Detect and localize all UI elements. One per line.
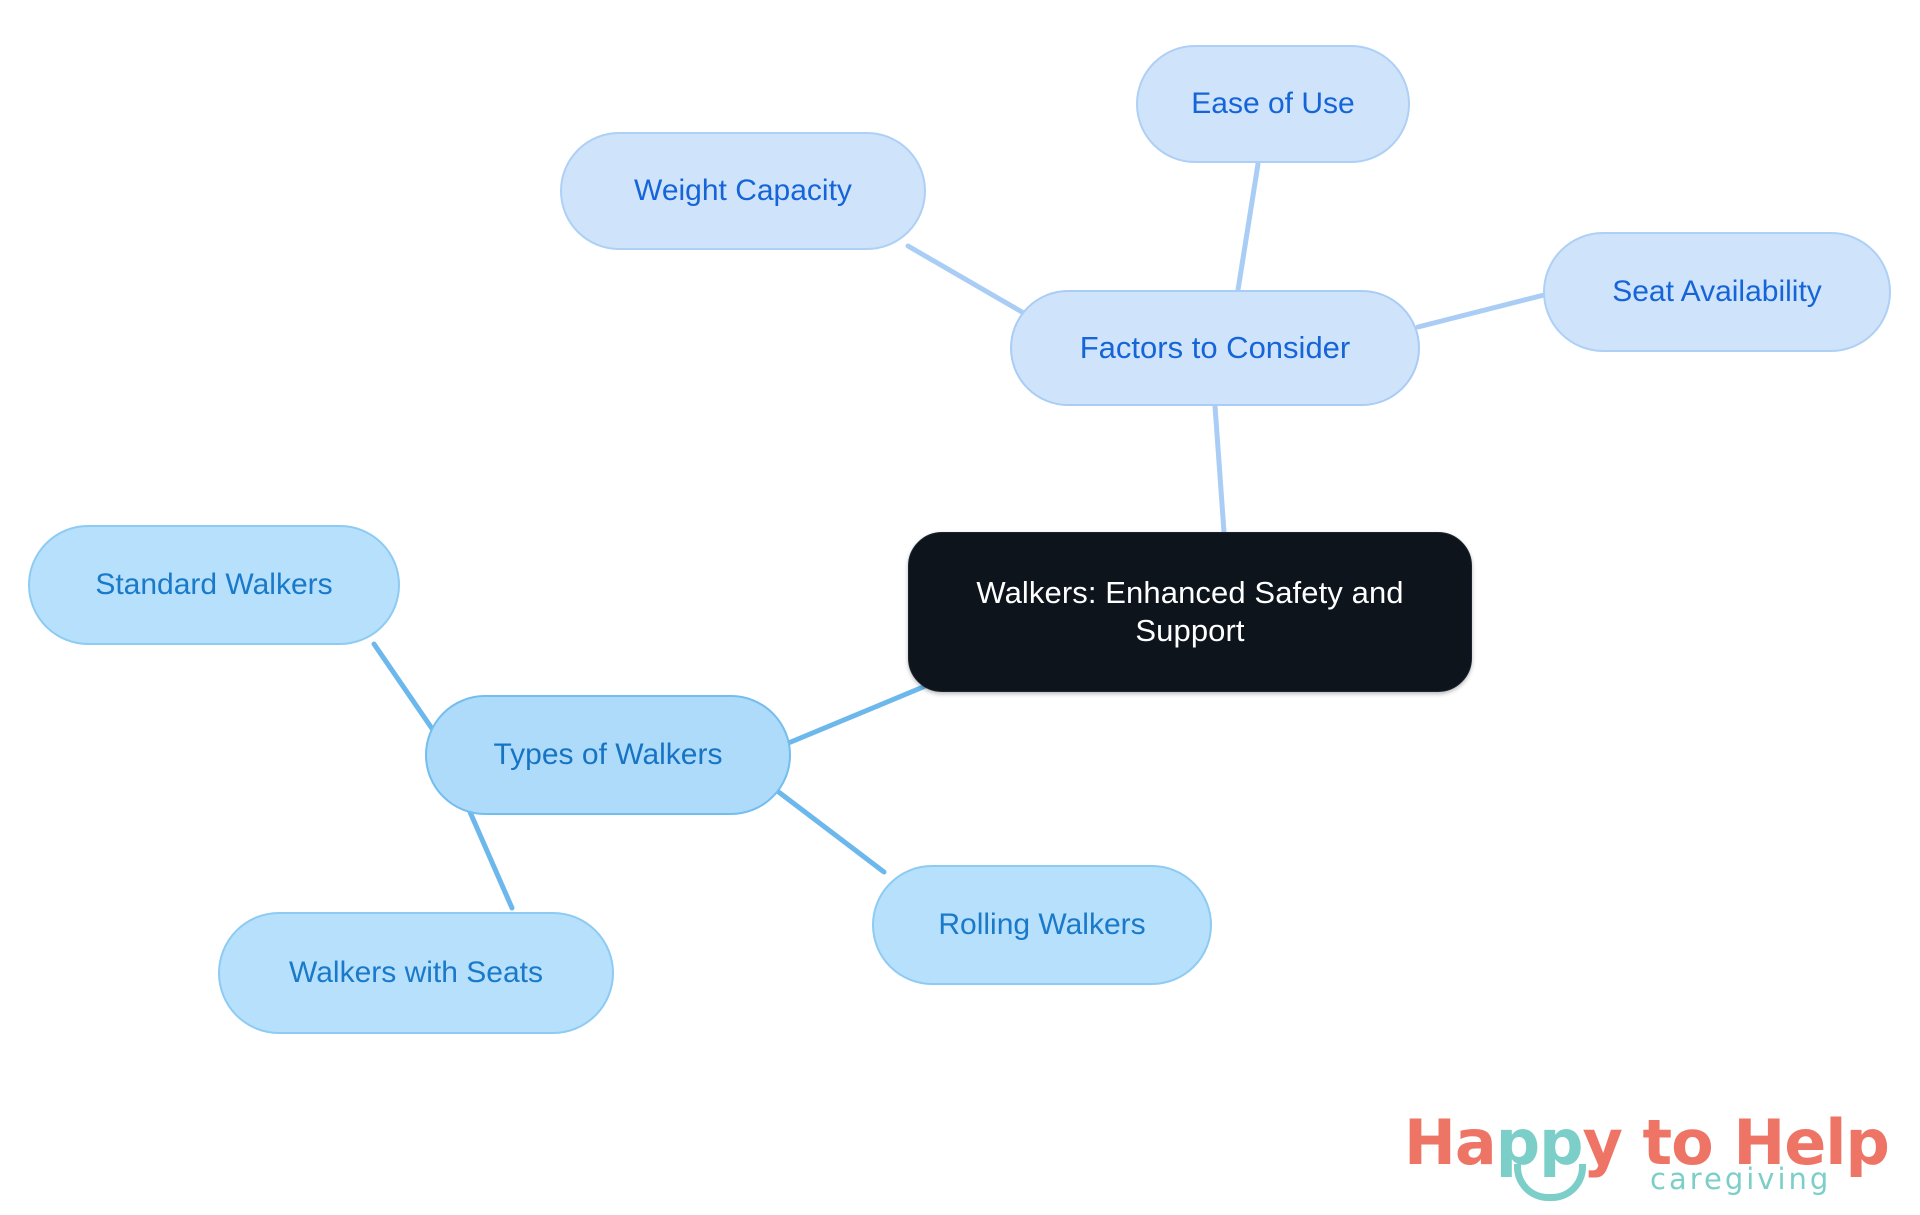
logo-word-to: to — [1642, 1106, 1714, 1179]
edge-factors-to-ease-of-use — [1235, 161, 1261, 293]
node-types-of-walkers[interactable]: Types of Walkers — [425, 695, 791, 815]
node-rolling-walkers[interactable]: Rolling Walkers — [872, 865, 1212, 985]
node-root[interactable]: Walkers: Enhanced Safety and Support — [908, 532, 1472, 692]
node-weight-capacity[interactable]: Weight Capacity — [560, 132, 926, 250]
logo-wordmark: Happy to Help — [1404, 1106, 1890, 1179]
edge-types-to-walkers-with-seats — [467, 809, 515, 911]
logo-letter-y: y — [1582, 1106, 1623, 1179]
edge-types-to-standard-walkers — [371, 641, 436, 733]
node-weight-capacity-label: Weight Capacity — [634, 173, 852, 207]
logo-word-help: Help — [1733, 1106, 1890, 1179]
node-standard-walkers[interactable]: Standard Walkers — [28, 525, 400, 645]
edge-factors-to-weight-capacity — [905, 243, 1025, 315]
node-seat-availability[interactable]: Seat Availability — [1543, 232, 1891, 352]
edge-types-to-rolling-walkers — [773, 787, 887, 875]
happy-to-help-caregiving-logo: Happy to Help caregiving — [1404, 1106, 1904, 1210]
node-seat-availability-label: Seat Availability — [1612, 274, 1822, 308]
logo-tagline: caregiving — [1650, 1162, 1832, 1196]
node-root-label: Walkers: Enhanced Safety and Support — [976, 575, 1404, 648]
logo-space — [1622, 1106, 1643, 1179]
edge-root-to-factors — [1212, 403, 1227, 535]
node-standard-walkers-label: Standard Walkers — [95, 567, 333, 601]
node-factors-to-consider[interactable]: Factors to Consider — [1010, 290, 1420, 406]
node-factors-to-consider-label: Factors to Consider — [1079, 330, 1351, 366]
logo-letter-a: a — [1454, 1106, 1497, 1179]
edge-root-to-types — [783, 677, 943, 747]
edge-factors-to-seat-availability — [1415, 291, 1551, 330]
node-types-of-walkers-label: Types of Walkers — [493, 737, 723, 771]
node-walkers-with-seats[interactable]: Walkers with Seats — [218, 912, 614, 1034]
node-walkers-with-seats-label: Walkers with Seats — [289, 955, 543, 989]
logo-letter-h: H — [1404, 1106, 1456, 1179]
node-ease-of-use-label: Ease of Use — [1191, 86, 1355, 120]
smile-arc-icon — [1514, 1164, 1586, 1201]
node-rolling-walkers-label: Rolling Walkers — [938, 907, 1146, 941]
node-ease-of-use[interactable]: Ease of Use — [1136, 45, 1410, 163]
